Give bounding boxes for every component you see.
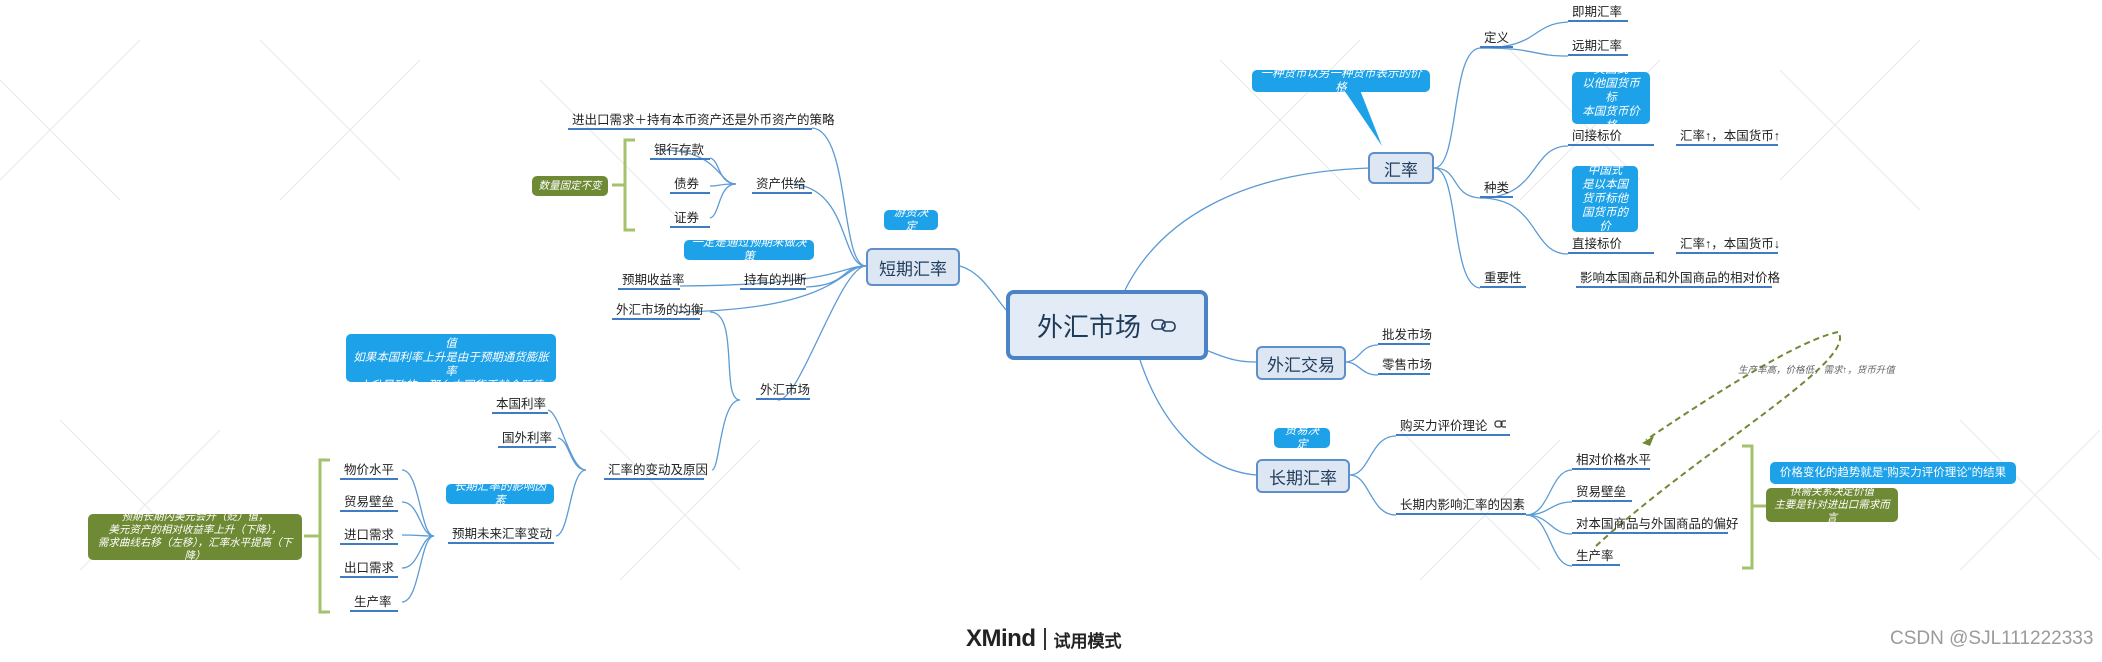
factor-productivity-st[interactable]: 生产率 [350, 590, 398, 612]
relation-arrows [1595, 331, 1841, 547]
callout-interest-rate-note[interactable]: 如果是本国实际利率上升，本国货币升值 如果本国利率上升是由于预期通货膨胀率 上升… [346, 324, 556, 392]
subtopic-forward-rate[interactable]: 远期汇率 [1568, 34, 1628, 56]
note-quantity-fixed[interactable]: 数量固定不变 [532, 176, 608, 196]
callout-trade-decides[interactable]: 贸易决定 [1274, 425, 1330, 451]
subtopic-fx-market[interactable]: 外汇市场 [756, 378, 810, 400]
callout-expectation-decision[interactable]: 一定是通过预期来做决策 [684, 237, 814, 263]
topic-fx-trading[interactable]: 外汇交易 [1256, 346, 1346, 380]
ppp-label: 购买力评价理论 [1400, 418, 1488, 433]
brand-name: XMind [966, 625, 1036, 652]
subtopic-asset-supply[interactable]: 资产供给 [752, 172, 812, 194]
central-label: 外汇市场 [1036, 311, 1141, 342]
factor-export-demand[interactable]: 出口需求 [340, 556, 398, 578]
asset-bank-deposit[interactable]: 银行存款 [650, 138, 710, 160]
topic-exchange-rate[interactable]: 汇率 [1368, 152, 1434, 184]
link-icon [1493, 420, 1506, 428]
arrow-head [1642, 436, 1654, 446]
callout-direct-note[interactable]: 中国式 是以本国 货币标他 国货币的价 [1572, 165, 1638, 233]
subtopic-definition[interactable]: 定义 [1480, 26, 1514, 48]
subtopic-long-run-factors[interactable]: 长期内影响汇率的因素 [1396, 493, 1526, 515]
callout-hot-money[interactable]: 游资决定 [884, 207, 938, 233]
callout-ppp-result[interactable]: 价格变化的趋势就是“购买力评价理论”的结果 [1770, 462, 2016, 484]
factor-preference[interactable]: 对本国商品与外国商品的偏好 [1572, 512, 1739, 534]
subtopic-importance-value[interactable]: 影响本国商品和外国商品的相对价格 [1576, 266, 1780, 288]
trial-mode-label: 试用模式 [1053, 631, 1122, 651]
topic-short-term[interactable]: 短期汇率 [866, 248, 960, 286]
subtopic-direct-quote[interactable]: 直接标价 [1568, 232, 1654, 254]
subtopic-ppp-theory[interactable]: 购买力评价理论 [1396, 414, 1510, 436]
subtopic-holding-judgment[interactable]: 持有的判断 [740, 268, 807, 290]
topic-label: 汇率 [1384, 160, 1418, 180]
subtopic-fx-equilibrium[interactable]: 外汇市场的均衡 [612, 298, 704, 320]
note-expected-usd[interactable]: 预期长期内美元会升（贬）值， 美元资产的相对收益率上升（下降）， 需求曲线右移（… [88, 511, 302, 562]
subtopic-strategy[interactable]: 进出口需求＋持有本币资产还是外币资产的策略 [568, 108, 835, 130]
summary-brackets [304, 138, 1766, 614]
factor-relative-price[interactable]: 相对价格水平 [1572, 448, 1651, 470]
factor-trade-barriers[interactable]: 贸易壁垒 [1572, 480, 1632, 502]
central-topic[interactable]: 外汇市场 [1006, 290, 1208, 360]
link-icon [1151, 319, 1176, 332]
factor-productivity[interactable]: 生产率 [1572, 544, 1620, 566]
subtopic-indirect-effect[interactable]: 汇率↑，本国货币↑ [1676, 124, 1780, 146]
asset-bonds[interactable]: 债券 [670, 172, 710, 194]
asset-securities[interactable]: 证券 [670, 206, 710, 228]
subtopic-rate-changes[interactable]: 汇率的变动及原因 [604, 458, 708, 480]
factor-price-level[interactable]: 物价水平 [340, 458, 398, 480]
subtopic-wholesale-market[interactable]: 批发市场 [1378, 323, 1432, 345]
xmind-brand: XMind 试用模式 [966, 624, 1122, 654]
subtopic-importance[interactable]: 重要性 [1480, 266, 1526, 288]
note-supply-demand[interactable]: 供需关系决定价值 主要是针对进出口需求而言 [1766, 486, 1898, 524]
subtopic-indirect-quote[interactable]: 间接标价 [1568, 124, 1654, 146]
subtopic-spot-rate[interactable]: 即期汇率 [1568, 0, 1628, 22]
callout-indirect-note[interactable]: 美国式 以他国货币标 本国货币价格 [1572, 64, 1650, 132]
subtopic-expected-change[interactable]: 预期未来汇率变动 [448, 522, 554, 544]
connector-lines [401, 21, 1573, 603]
topic-label: 长期汇率 [1269, 468, 1337, 488]
topic-label: 短期汇率 [879, 259, 947, 279]
callout-exchange-rate-definition[interactable]: 一种货币以另一种货币表示的价格 [1252, 68, 1430, 94]
topic-label: 外汇交易 [1267, 355, 1335, 375]
subtopic-domestic-rate[interactable]: 本国利率 [492, 392, 548, 414]
subtopic-types[interactable]: 种类 [1480, 176, 1514, 198]
brand-separator [1043, 628, 1046, 650]
subtopic-retail-market[interactable]: 零售市场 [1378, 353, 1432, 375]
topic-long-term[interactable]: 长期汇率 [1256, 459, 1350, 493]
csdn-watermark: CSDN @SJL111222333 [1890, 628, 2094, 649]
arrow-annotation: 生产率高，价格低，需求↑，货币升值 [1738, 365, 1895, 376]
subtopic-expected-return[interactable]: 预期收益率 [618, 268, 685, 290]
callout-long-term-factors[interactable]: 长期汇率的影响因素 [446, 481, 554, 507]
factor-import-demand[interactable]: 进口需求 [340, 523, 398, 545]
factor-trade-barriers-st[interactable]: 贸易壁垒 [340, 490, 398, 512]
subtopic-direct-effect[interactable]: 汇率↑，本国货币↓ [1676, 232, 1780, 254]
subtopic-foreign-rate[interactable]: 国外利率 [498, 426, 556, 448]
